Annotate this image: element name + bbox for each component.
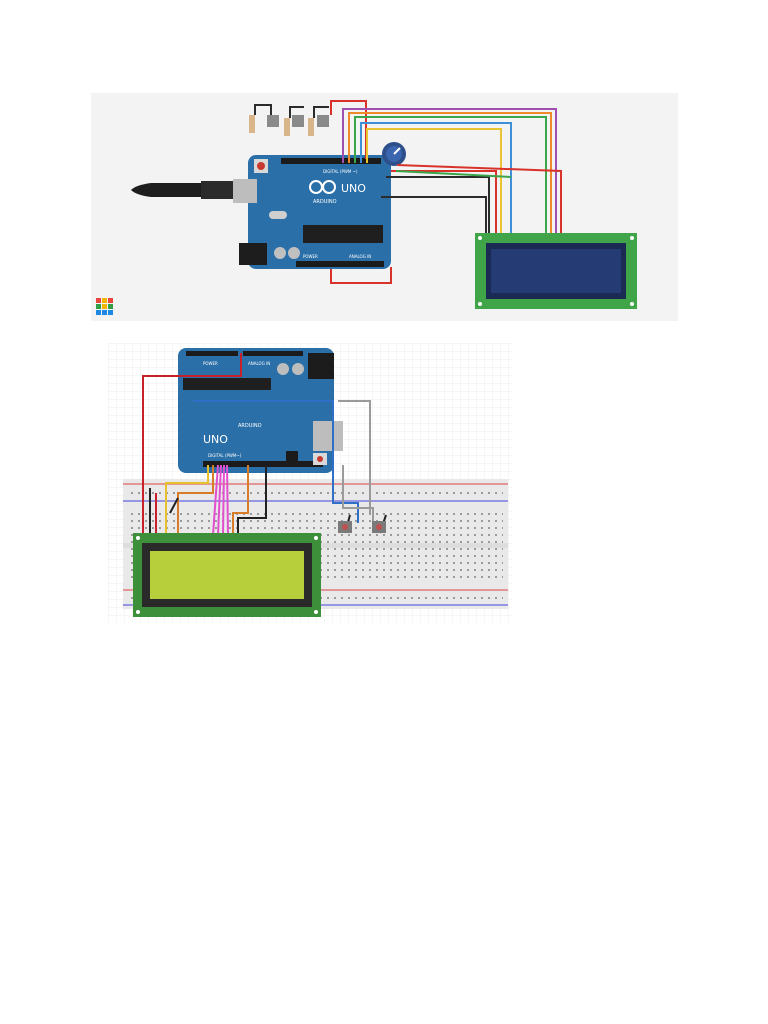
board-brand-text: ARDUINO (238, 423, 262, 429)
analog-header-label: ANALOG IN (248, 361, 270, 366)
button-array (249, 115, 329, 136)
arduino-uno-board: UNO ARDUINO DIGITAL (PWM ~) POWER ANALOG… (233, 155, 391, 269)
bottom-circuit-svg: UNO ARDUINO DIGITAL (PWM~) POWER ANALOG … (108, 343, 512, 623)
lcd-display (475, 233, 637, 309)
digital-header-label: DIGITAL (PWM~) (208, 453, 242, 458)
top-wires (254, 100, 562, 284)
lcd-display (133, 533, 321, 617)
board-brand-text: ARDUINO (313, 199, 337, 205)
push-button-1 (267, 115, 279, 127)
power-jack (308, 353, 334, 379)
digital-header (203, 461, 323, 467)
potentiometer (382, 142, 406, 166)
usb-cable (131, 179, 249, 201)
arduino-logo (309, 180, 336, 194)
top-circuit-svg: UNO ARDUINO DIGITAL (PWM ~) POWER ANALOG… (96, 100, 637, 315)
power-header-label: POWER (203, 361, 218, 366)
atmega-chip (303, 225, 383, 243)
digital-header (281, 158, 381, 164)
power-jack (239, 243, 267, 265)
arduino-uno-board-flipped: UNO ARDUINO DIGITAL (PWM~) POWER ANALOG … (178, 348, 343, 473)
lcd-screen (150, 551, 304, 599)
push-buttons (338, 521, 386, 533)
board-logo-text: UNO (341, 182, 366, 195)
push-button-2 (292, 115, 304, 127)
usb-port (313, 421, 343, 451)
power-analog-header (296, 261, 384, 267)
board-logo-text: UNO (203, 433, 228, 446)
push-button-3 (317, 115, 329, 127)
power-header-label: POWER (303, 254, 318, 259)
analog-header-label: ANALOG IN (349, 254, 371, 259)
lcd-screen (491, 249, 621, 293)
top-circuit-diagram: UNO ARDUINO DIGITAL (PWM ~) POWER ANALOG… (91, 93, 678, 321)
digital-header-label: DIGITAL (PWM ~) (323, 169, 358, 174)
bottom-circuit-diagram: UNO ARDUINO DIGITAL (PWM~) POWER ANALOG … (108, 343, 512, 623)
bottom-wires (142, 353, 387, 536)
tinkercad-logo-icon (96, 298, 113, 315)
atmega-chip (183, 378, 271, 390)
